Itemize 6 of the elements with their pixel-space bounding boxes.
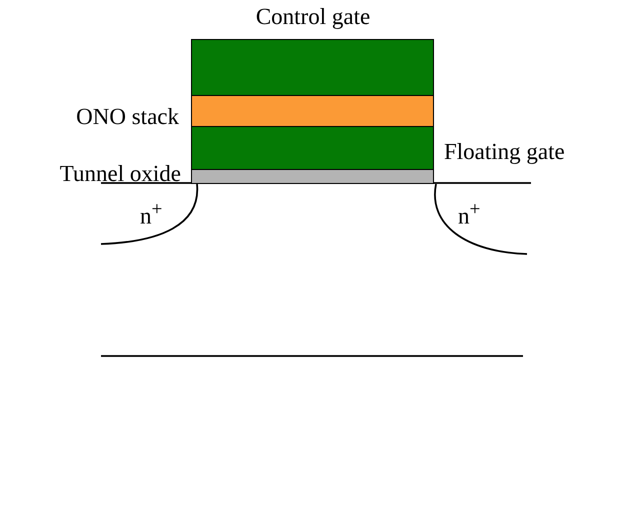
doping-label: n$^{+}$ [458,200,480,228]
layer-label: Tunnel oxide [60,162,181,185]
layer-label: Control gate [256,5,370,28]
layer-label: ONO stack [76,105,179,128]
doping-label: n$^{+}$ [140,200,162,228]
layer-label: Floating gate [444,140,565,163]
